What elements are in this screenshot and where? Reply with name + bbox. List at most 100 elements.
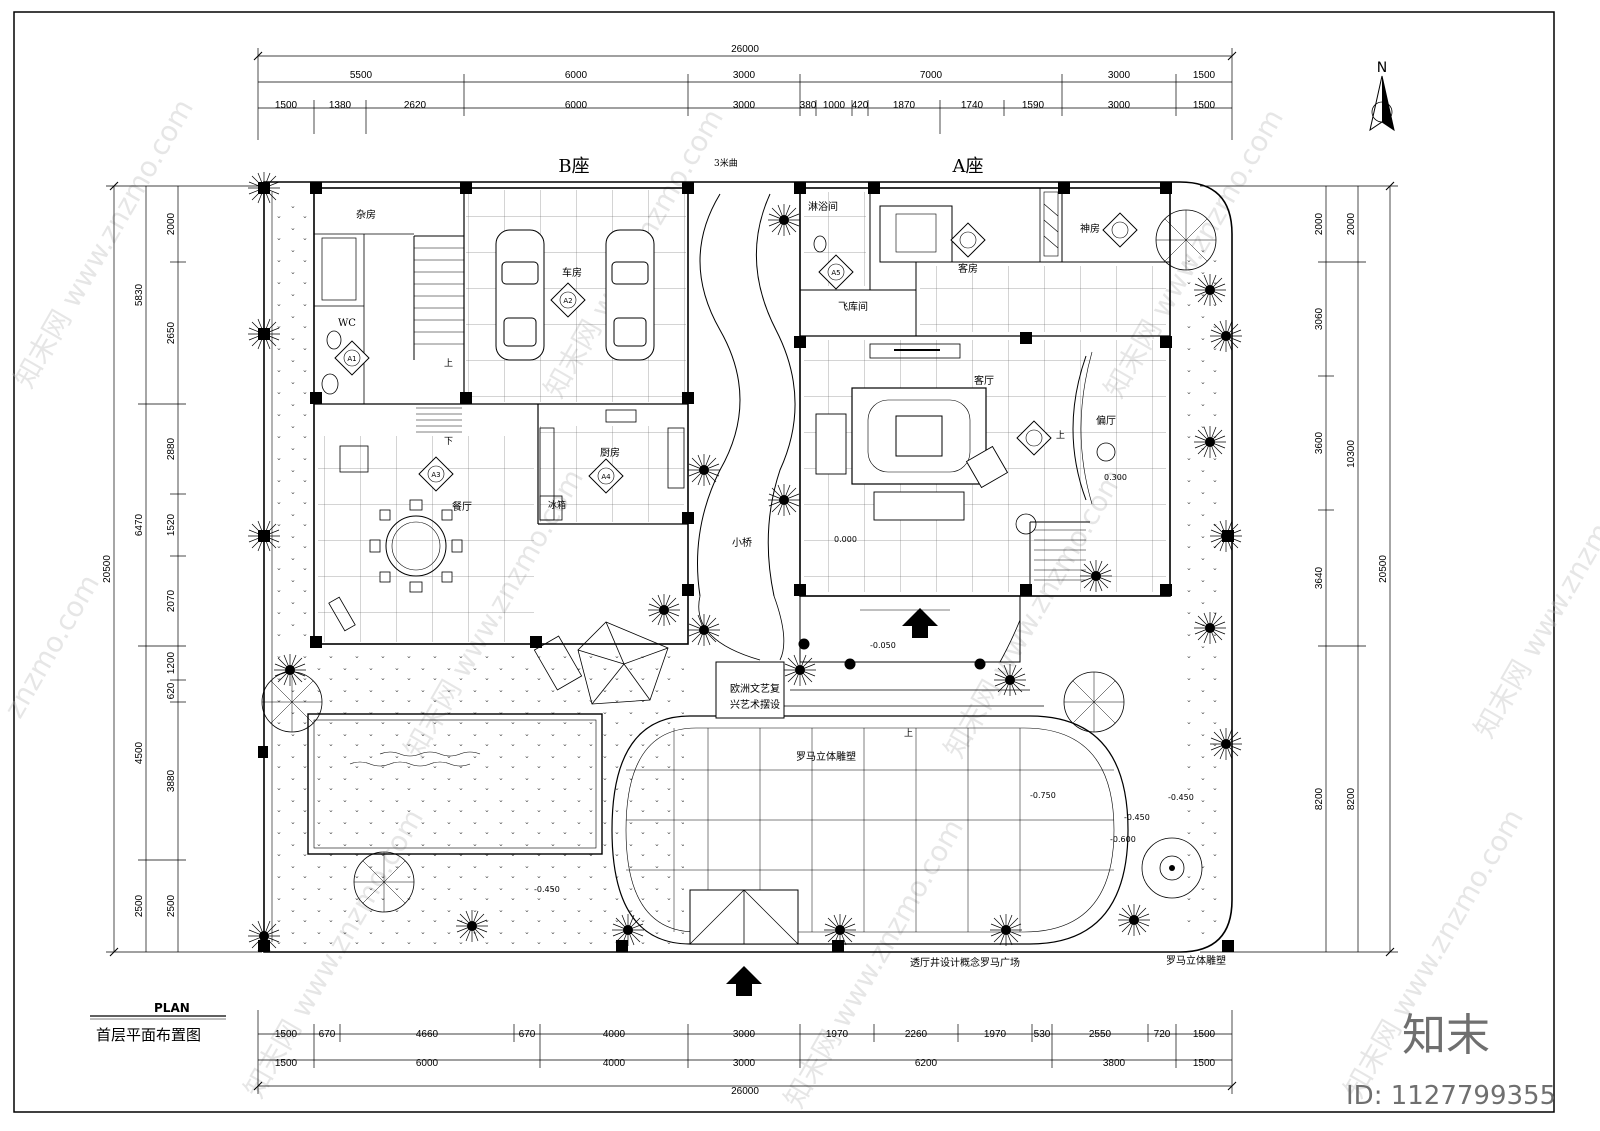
room-label-fridge: 冰箱	[548, 499, 566, 511]
dim-bottom-total: 26000	[731, 1086, 759, 1097]
room-label-living: 客厅	[974, 374, 994, 387]
site-boundary	[263, 181, 1233, 953]
room-label-dining: 餐厅	[452, 500, 472, 513]
umbrella	[533, 621, 669, 705]
level-mark: 0.300	[1104, 473, 1127, 482]
level-mark: -0.450	[1168, 793, 1194, 802]
dim-text: 2550	[1089, 1029, 1112, 1040]
tag-text: A4	[601, 473, 611, 481]
swimming-pool	[307, 713, 603, 855]
dim-text: 1500	[1193, 1058, 1216, 1069]
dim-text: 1500	[1193, 100, 1216, 111]
dim-text: 3640	[1314, 566, 1325, 589]
dim-text: 1590	[1022, 100, 1045, 111]
dim-text: 1000	[823, 100, 846, 111]
room-label-cloak: 飞库间	[838, 300, 868, 313]
dimension-lines	[106, 48, 1398, 1094]
dim-text: 4500	[134, 741, 145, 764]
room-label-bridge: 小桥	[732, 537, 752, 549]
dimensions-bottom: 1500 670 4660 670 4000 3000 1970 2260 19…	[275, 1029, 1216, 1097]
dim-text: 4000	[603, 1029, 626, 1040]
room-label-shrine: 神房	[1080, 222, 1100, 235]
annotations: 欧洲文艺复 兴艺术摆设 罗马立体雕塑 罗马立体雕塑 透厅井设计概念罗马广场	[730, 682, 1226, 969]
level-mark: 0.000	[834, 535, 857, 544]
dim-text: 3000	[1108, 70, 1131, 81]
room-label-guest-room: 客房	[958, 262, 978, 275]
tag-text: A1	[347, 355, 356, 363]
dim-text: 1500	[275, 100, 298, 111]
fountain	[1141, 837, 1203, 899]
dim-text: 2500	[134, 894, 145, 917]
dim-text: 8200	[1346, 787, 1357, 810]
main-entry-arrow	[726, 966, 762, 996]
tag-text: A2	[563, 297, 572, 305]
title-en: PLAN	[154, 1001, 190, 1015]
dim-text: 6200	[915, 1058, 938, 1069]
dim-text: 3800	[1103, 1058, 1126, 1069]
dim-text: 380	[800, 100, 817, 111]
dim-top-total: 26000	[731, 44, 759, 55]
dim-text: 7000	[920, 70, 943, 81]
annotation-renaissance-line2: 兴艺术摆设	[730, 698, 780, 711]
annotation-roman-sculpture: 罗马立体雕塑	[1166, 954, 1226, 967]
annotation-fountain-note: 透厅井设计概念罗马广场	[910, 956, 1020, 969]
dim-text: 3000	[733, 70, 756, 81]
dim-left-total: 20500	[102, 555, 113, 583]
stair-up-label: 上	[1056, 430, 1065, 441]
title-zh: 首层平面布置图	[96, 1026, 201, 1044]
dimension-ticks	[109, 51, 1395, 1091]
dim-text: 1500	[1193, 70, 1216, 81]
dim-text: 670	[319, 1029, 336, 1040]
dim-text: 2000	[1346, 212, 1357, 235]
dim-text: 3060	[1314, 307, 1325, 330]
dim-text: 4660	[416, 1029, 439, 1040]
level-mark: -0.600	[1110, 835, 1136, 844]
room-label-garage: 车房	[562, 266, 582, 279]
dimensions-left: 20500 5830 6470 4500 2500 2000 2650 2880…	[102, 212, 177, 917]
terrace	[611, 595, 1129, 945]
dim-text: 670	[519, 1029, 536, 1040]
room-label-wc: WC	[338, 318, 356, 329]
room-labels: 杂房 WC 车房 餐厅 厨房 冰箱 淋浴间 客房 神房 飞库间 客厅 偏厅 小桥…	[338, 157, 1116, 739]
block-b-title: B座	[558, 156, 589, 177]
dim-text: 3000	[1108, 100, 1131, 111]
dim-text: 6000	[565, 70, 588, 81]
building-b	[313, 187, 689, 645]
watermark-text: znzmo.com	[0, 569, 106, 724]
annotation-renaissance-line1: 欧洲文艺复	[730, 682, 780, 695]
dim-text: 2000	[1314, 212, 1325, 235]
dim-text: 3880	[166, 769, 177, 792]
dim-text: 6470	[134, 513, 145, 536]
dim-text: 2650	[166, 321, 177, 344]
dim-text: 530	[1034, 1029, 1051, 1040]
dim-text: 720	[1154, 1029, 1171, 1040]
room-label-storage: 杂房	[356, 208, 376, 221]
dim-text: 10300	[1346, 440, 1357, 468]
dim-text: 5830	[134, 283, 145, 306]
dim-text: 620	[166, 682, 177, 699]
brand-id: ID: 1127799355	[1346, 1081, 1556, 1111]
dim-text: 5500	[350, 70, 373, 81]
building-a	[799, 187, 1171, 597]
dim-text: 1520	[166, 513, 177, 536]
dim-text: 2260	[905, 1029, 928, 1040]
room-label-corridor: 3米曲	[714, 157, 738, 169]
dim-text: 3600	[1314, 431, 1325, 454]
room-label-kitchen: 厨房	[600, 446, 620, 459]
dim-right-total: 20500	[1378, 555, 1389, 583]
stair-up-label: 上	[904, 728, 913, 739]
dim-text: 1500	[275, 1058, 298, 1069]
dim-text: 2070	[166, 589, 177, 612]
dim-text: 1500	[275, 1029, 298, 1040]
tag-text: A3	[431, 471, 440, 479]
level-mark: -0.450	[1124, 813, 1150, 822]
dim-text: 6000	[565, 100, 588, 111]
dim-text: 1970	[826, 1029, 849, 1040]
level-mark: -0.450	[534, 885, 560, 894]
watermark-text: 知末网 www.znzmo.com	[1467, 443, 1600, 743]
annotation-roman-sculpture: 罗马立体雕塑	[796, 750, 856, 763]
dim-text: 1870	[893, 100, 916, 111]
north-label: N	[1377, 60, 1387, 76]
dim-text: 8200	[1314, 787, 1325, 810]
tag-text: A5	[831, 269, 840, 277]
